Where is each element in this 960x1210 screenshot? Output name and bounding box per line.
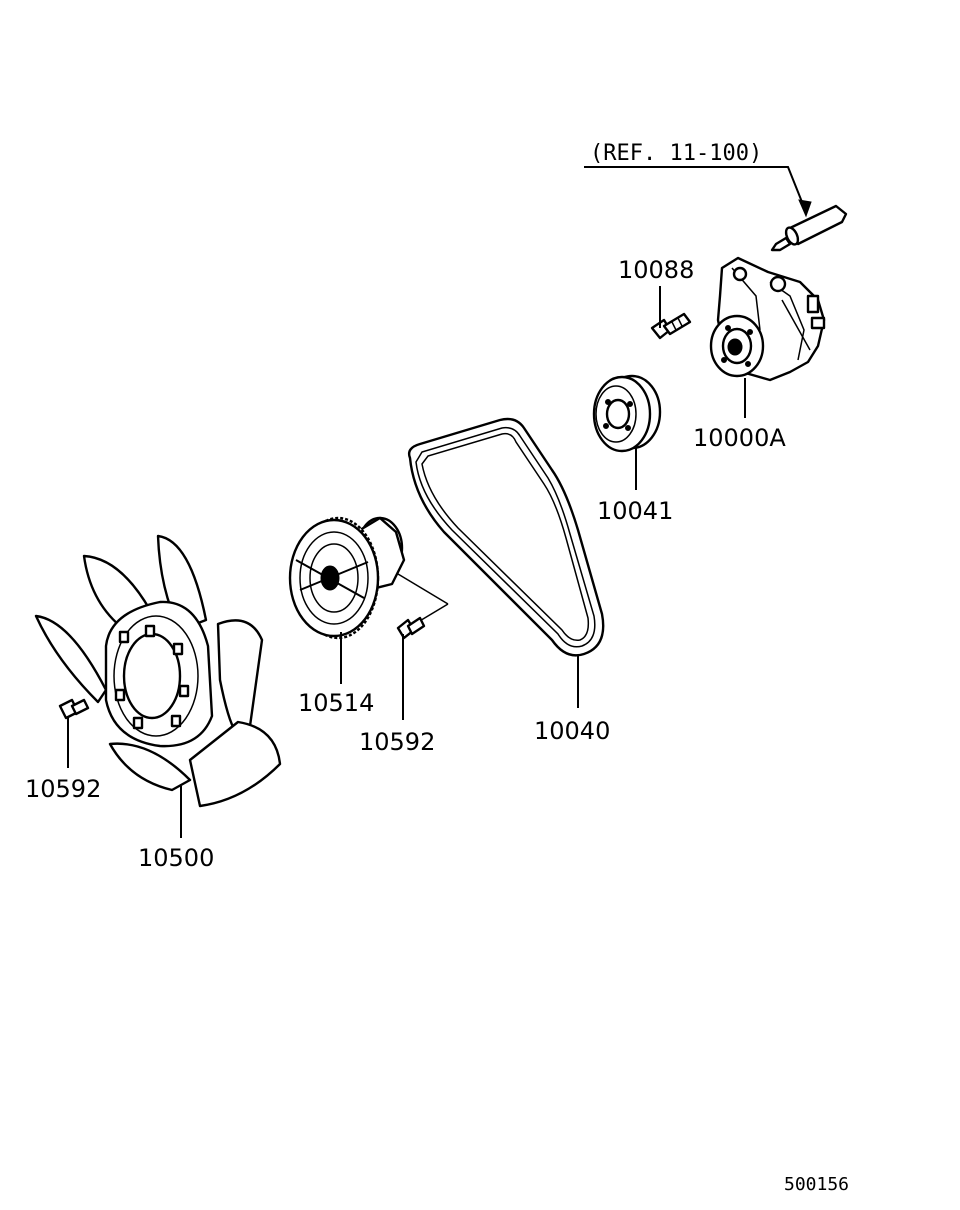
- label-pump-bolt: 10088: [618, 256, 694, 284]
- sealant-tube: [770, 204, 848, 252]
- fan-bolt: [58, 698, 90, 720]
- label-clutch-bolt: 10592: [359, 728, 435, 756]
- cooling-fan: [34, 534, 282, 808]
- water-pump: [709, 256, 826, 382]
- reference-label: (REF. 11-100): [590, 141, 762, 166]
- drawing-number: 500156: [784, 1174, 849, 1195]
- label-v-belt: 10040: [534, 717, 610, 745]
- label-cooling-fan: 10500: [138, 844, 214, 872]
- fan-clutch: [288, 516, 449, 640]
- reference-leader: [584, 166, 807, 213]
- reference-arrowhead: [798, 199, 812, 218]
- clutch-bolt: [396, 616, 426, 640]
- v-belt: [407, 417, 605, 657]
- label-pump-pulley: 10041: [597, 497, 673, 525]
- part-labels: 10088 10000A 10041 10040 10514 10592 105…: [25, 256, 786, 872]
- label-fan-bolt: 10592: [25, 775, 101, 803]
- pump-bolt: [650, 312, 692, 340]
- leader-lines: [67, 286, 746, 838]
- reference-callout: (REF. 11-100): [584, 141, 812, 218]
- pump-pulley: [592, 374, 662, 453]
- label-fan-clutch: 10514: [298, 689, 374, 717]
- label-water-pump: 10000A: [693, 424, 786, 452]
